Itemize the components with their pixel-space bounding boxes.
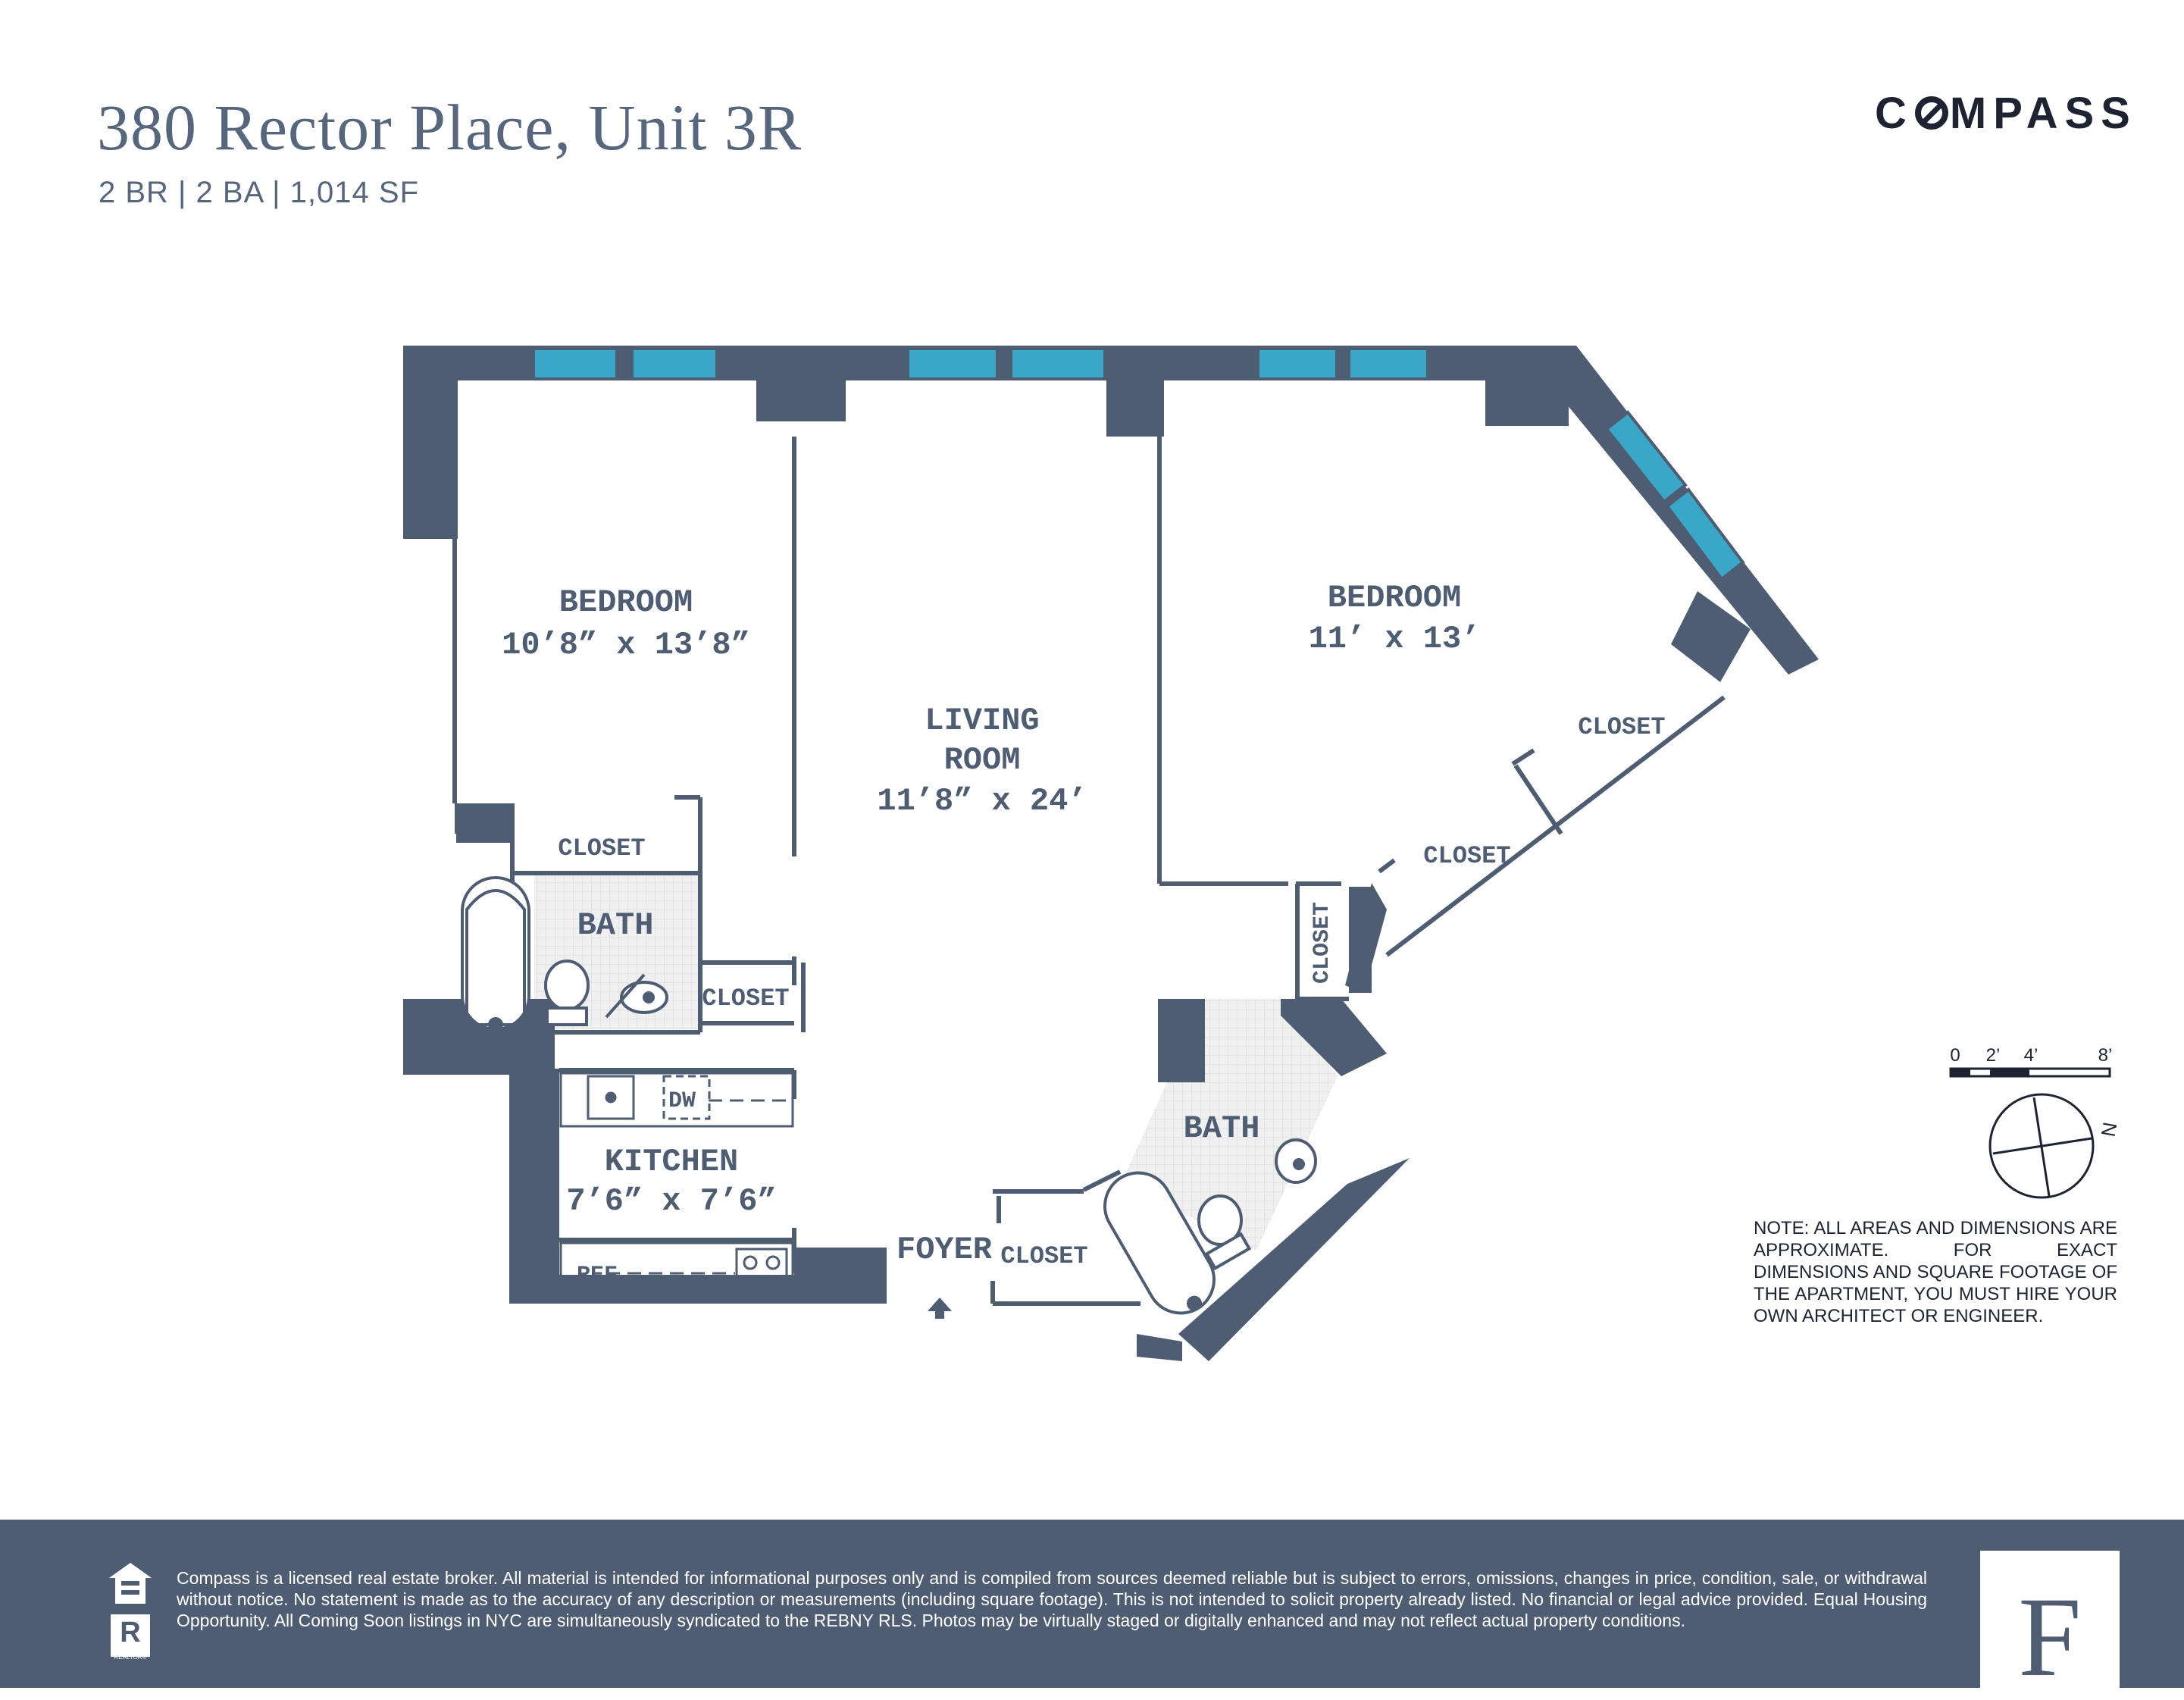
kitchen-dimensions: 7’6” x 7’6”	[566, 1183, 776, 1219]
bedroom1-dimensions: 10’8” x 13’8”	[502, 627, 750, 663]
footer-bar	[0, 1520, 2184, 1688]
foyer-label: FOYER	[896, 1232, 993, 1268]
closet-label-bedroom2-a: CLOSET	[1578, 713, 1665, 741]
bedroom2-label: BEDROOM	[1328, 580, 1461, 616]
refrigerator-label: REF	[577, 1263, 618, 1288]
closet-label-foyer: CLOSET	[1000, 1242, 1087, 1270]
realtor-logo-icon: R	[111, 1614, 150, 1657]
scale-2: 2’	[1986, 1045, 2001, 1066]
bath-fixtures	[461, 876, 1317, 1315]
north-compass-icon: N	[1988, 1093, 2122, 1199]
closet-label-bedroom2-b: CLOSET	[1423, 842, 1510, 870]
brand-text-end: MPASS	[1949, 89, 2137, 138]
f-brand-letter: F	[2018, 1574, 2082, 1700]
scale-4: 4’	[2024, 1045, 2039, 1066]
listing-title: 380 Rector Place, Unit 3R	[97, 91, 803, 164]
bedroom1-label: BEDROOM	[559, 584, 693, 621]
listing-summary: 2 BR | 2 BA | 1,014 SF	[99, 176, 419, 209]
bedroom2-dimensions: 11’ x 13’	[1309, 621, 1481, 657]
footer-disclaimer: Compass is a licensed real estate broker…	[177, 1568, 1927, 1630]
bath2-label: BATH	[1184, 1110, 1260, 1147]
equal-housing-icon	[109, 1563, 152, 1604]
entry-arrow-icon	[928, 1298, 952, 1319]
windows	[532, 347, 1745, 581]
dimension-note: NOTE: ALL AREAS AND DIMENSIONS ARE APPRO…	[1754, 1218, 2117, 1326]
living-room-dimensions: 11’8” x 24’	[877, 783, 1087, 819]
bath1-label: BATH	[577, 907, 654, 944]
bath2-floor	[1122, 999, 1338, 1251]
closet-label-vertical: CLOSET	[1309, 902, 1335, 984]
f-brand-logo: F	[1980, 1551, 2120, 1694]
closet-label-bedroom1: CLOSET	[558, 834, 645, 863]
kitchen-counters	[559, 1072, 794, 1302]
living-room-label-1: LIVING	[925, 703, 1039, 739]
dishwasher-label: DW	[668, 1088, 696, 1114]
living-room-label-2: ROOM	[944, 742, 1021, 778]
floor-plan: BEDROOM 10’8” x 13’8” LIVING ROOM 11’8” …	[403, 346, 2122, 1361]
realtor-label: REALTOR®	[114, 1654, 147, 1661]
compass-o-icon	[1914, 96, 1948, 130]
scale-8: 8’	[2098, 1045, 2113, 1066]
interior-walls	[452, 380, 1726, 1306]
brand-text-start: C	[1875, 89, 1913, 138]
closet-label-hall: CLOSET	[702, 985, 789, 1013]
scale-0: 0	[1950, 1045, 1960, 1066]
scale-bar: 0 2’ 4’ 8’	[1949, 1045, 2113, 1078]
kitchen-label: KITCHEN	[605, 1144, 738, 1180]
compass-logo: C MPASS	[1875, 88, 2137, 139]
north-label: N	[2097, 1120, 2122, 1138]
